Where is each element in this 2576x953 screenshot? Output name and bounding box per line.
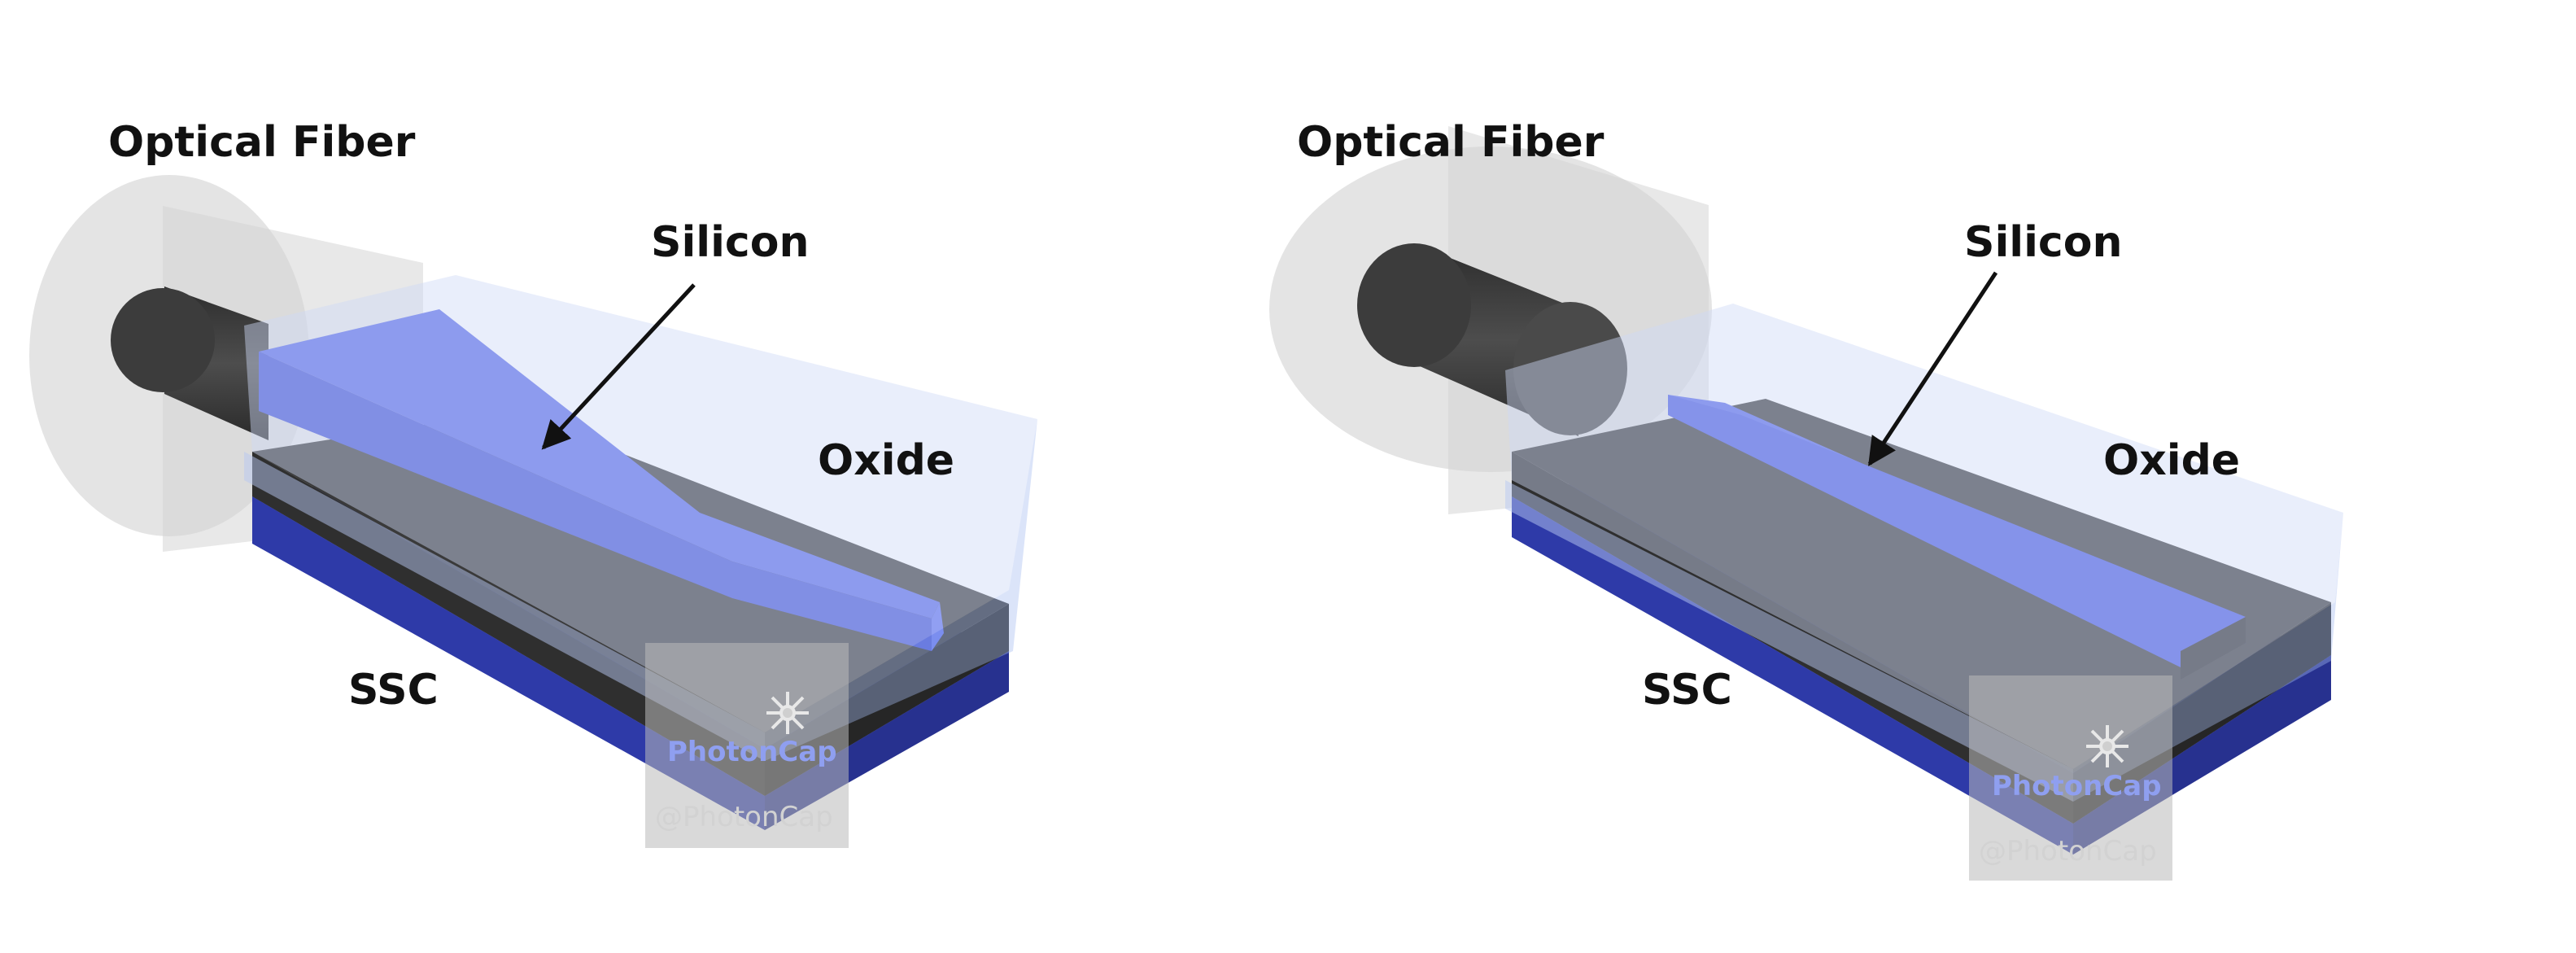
watermark-handle: @PhotonCap: [1979, 835, 2157, 868]
silicon-taper-front: [259, 352, 932, 651]
label-oxide: Oxide: [2103, 436, 2240, 485]
silicon-tip-end: [2181, 617, 2246, 680]
oxide-front: [1505, 480, 2073, 802]
fiber-core-end: [1513, 302, 1627, 435]
fiber-core-face: [1357, 243, 1471, 367]
silicon-arrow: [1867, 271, 1998, 466]
silicon-taper-body: [1668, 395, 2246, 667]
silicon-taper-top: [259, 309, 940, 619]
watermark: PhotonCap @PhotonCap: [1969, 675, 2172, 881]
oxide-front: [244, 452, 765, 761]
panel-right: Optical Fiber Silicon Oxide SSC PhotonCa…: [1269, 118, 2343, 881]
watermark-box: [1969, 675, 2172, 881]
watermark-box: [645, 643, 849, 848]
panel-left: Optical Fiber Silicon Oxide SSC PhotonCa…: [29, 118, 1037, 848]
label-optical-fiber: Optical Fiber: [1297, 118, 1605, 167]
label-ssc: SSC: [348, 666, 439, 715]
ssc-chip: [1505, 304, 2343, 855]
oxide-top: [1505, 304, 2343, 769]
optical-fiber: [1269, 126, 1712, 514]
label-optical-fiber: Optical Fiber: [108, 118, 416, 167]
silicon-arrow: [541, 283, 696, 450]
ssc-chip: [244, 275, 1037, 830]
watermark-handle: @PhotonCap: [655, 801, 833, 833]
optical-fiber: [29, 175, 423, 552]
watermark: PhotonCap @PhotonCap: [645, 643, 849, 848]
substrate-front: [1512, 496, 2073, 855]
label-oxide: Oxide: [818, 436, 954, 485]
label-ssc: SSC: [1642, 666, 1732, 715]
oxide-top: [244, 275, 1037, 732]
sun-icon: [766, 692, 809, 734]
silicon-tip-end: [932, 602, 944, 651]
sun-icon: [2086, 725, 2128, 767]
fiber-core-face: [111, 288, 215, 392]
label-silicon: Silicon: [651, 218, 810, 267]
label-silicon: Silicon: [1964, 218, 2123, 267]
watermark-brand: PhotonCap: [667, 736, 837, 768]
watermark-brand: PhotonCap: [1992, 770, 2162, 802]
substrate-front: [252, 496, 765, 830]
